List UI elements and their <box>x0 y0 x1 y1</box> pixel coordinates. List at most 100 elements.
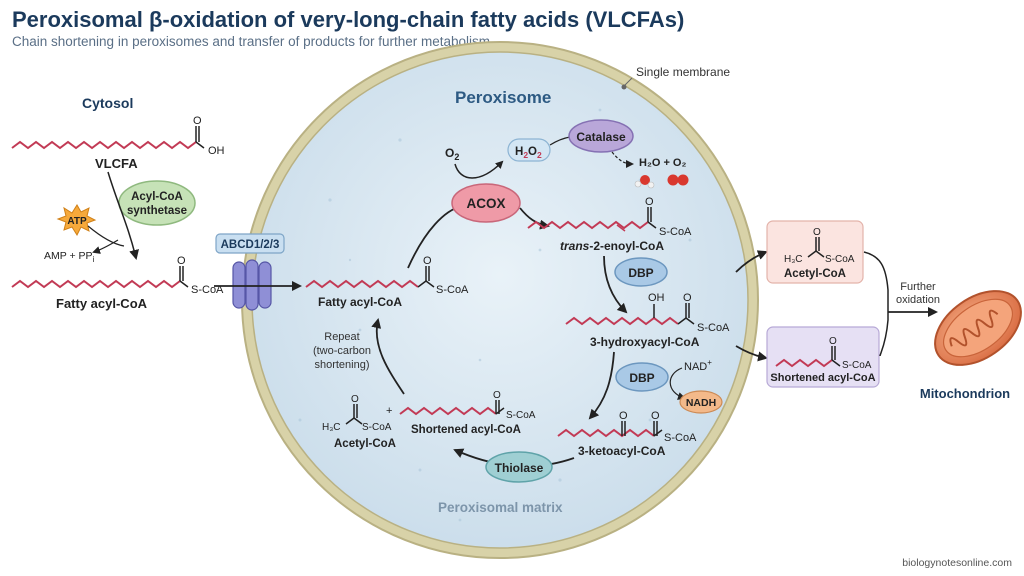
keto-scoa: S-CoA <box>664 432 697 444</box>
further-oxidation-bracket <box>863 251 889 357</box>
enoyl-label: trans-2-enoyl-CoA <box>560 239 664 253</box>
source-credit: biologynotesonline.com <box>902 557 1012 569</box>
enoyl-o: O <box>645 196 654 208</box>
amp-release-arrow <box>92 239 119 254</box>
shortened-acyl-coa-inside: O S-CoA Shortened acyl-CoA <box>399 390 536 436</box>
out-shortened-scoa: S-CoA <box>842 360 872 371</box>
repeat-label-3: shortening) <box>314 359 369 371</box>
abcd-label: ABCD1/2/3 <box>221 239 280 251</box>
shortened-inside-o: O <box>493 390 501 401</box>
catalase-enzyme: Catalase <box>568 119 634 153</box>
acetyl-inside-o: O <box>351 394 359 405</box>
arrow-catalase-products <box>611 151 634 168</box>
thiolase-enzyme: Thiolase <box>485 451 553 483</box>
h2o2-bubble: H2O2 <box>507 138 551 162</box>
atp-label: ATP <box>67 216 87 227</box>
atp-burst: ATP <box>56 204 97 237</box>
out-acetyl-scoa: S-CoA <box>825 254 855 265</box>
mitochondrion <box>934 290 1022 366</box>
trans-2-enoyl-coa-molecule: O S-CoA trans-2-enoyl-CoA <box>527 196 692 253</box>
hydroxy-label: 3-hydroxyacyl-CoA <box>590 335 700 349</box>
peroxisome-label: Peroxisome <box>455 88 551 107</box>
h2o2-label: H2O2 <box>515 146 542 160</box>
keto-label: 3-ketoacyl-CoA <box>578 444 666 458</box>
further-oxidation-label-2: oxidation <box>896 294 940 306</box>
out-shortened-o: O <box>829 336 837 347</box>
nadh-label: NADH <box>686 397 716 409</box>
single-membrane-label: Single membrane <box>636 65 730 79</box>
water-oxygen-label: H₂O + O₂ <box>639 157 686 169</box>
acetyl-coa-inside: O H₃C S-CoA Acetyl-CoA <box>322 394 396 450</box>
cytosol-label: Cytosol <box>82 95 133 111</box>
acetyl-inside-scoa: S-CoA <box>362 422 392 433</box>
single-membrane-callout: Single membrane <box>621 65 730 90</box>
fatty-acyl-coa-cytosol-o: O <box>177 255 186 267</box>
amp-ppi-label: AMP + PPi <box>44 250 95 264</box>
dbp-enzyme-1: DBP <box>614 257 668 287</box>
acetyl-inside-h3c: H₃C <box>322 422 341 433</box>
dbp-1-label: DBP <box>628 266 653 280</box>
plus-sign: + <box>386 405 392 417</box>
acetyl-inside-label: Acetyl-CoA <box>334 438 396 450</box>
fatty-acyl-coa-peroxisome-scoa: S-CoA <box>436 284 469 296</box>
fatty-acyl-coa-peroxisome: O S-CoA Fatty acyl-CoA <box>305 255 469 309</box>
3-hydroxyacyl-coa-molecule: OH O S-CoA 3-hydroxyacyl-CoA <box>565 292 730 349</box>
out-acetyl-label: Acetyl-CoA <box>784 268 846 280</box>
activation-arrow <box>107 171 139 260</box>
synthetase-label-line1: Acyl-CoA <box>131 191 183 203</box>
dbp-enzyme-2: DBP <box>615 362 669 392</box>
oxygen-molecule-icon <box>667 174 689 186</box>
arrow-hydroxy-to-keto <box>588 351 615 420</box>
out-acetyl-h3c: H₃C <box>784 254 803 265</box>
export-shortened-arrow <box>735 345 768 362</box>
keto-o-1: O <box>619 410 628 422</box>
abcd-transporter: ABCD1/2/3 <box>215 233 285 311</box>
o2-label: O2 <box>445 146 459 162</box>
fatty-acyl-coa-peroxisome-label: Fatty acyl-CoA <box>318 295 402 309</box>
page-title: Peroxisomal β-oxidation of very-long-cha… <box>12 7 684 32</box>
fatty-acyl-coa-cytosol: O S-CoA Fatty acyl-CoA <box>11 255 224 311</box>
output-acetyl-coa-box: O H₃C S-CoA Acetyl-CoA <box>766 220 864 284</box>
vlcfa-molecule: O OH VLCFA <box>11 115 225 171</box>
acyl-coa-synthetase-enzyme: Acyl-CoA synthetase <box>118 180 196 226</box>
hydroxy-oh: OH <box>648 292 665 304</box>
arrow-acox-to-enoyl <box>519 207 550 230</box>
vlcfa-oh: OH <box>208 145 225 157</box>
fatty-acyl-coa-peroxisome-o: O <box>423 255 432 267</box>
fatty-acyl-coa-cytosol-scoa: S-CoA <box>191 284 224 296</box>
arrow-nad-to-nadh <box>669 367 686 400</box>
export-acetyl-arrow <box>735 250 768 273</box>
acox-label: ACOX <box>466 196 505 211</box>
further-oxidation-label-1: Further <box>900 281 936 293</box>
out-shortened-label: Shortened acyl-CoA <box>770 372 875 384</box>
enoyl-scoa: S-CoA <box>659 226 692 238</box>
repeat-label-1: Repeat <box>324 331 359 343</box>
repeat-label-2: (two-carbon <box>313 345 371 357</box>
mitochondrion-label: Mitochondrion <box>920 386 1010 401</box>
peroxisomal-matrix-label: Peroxisomal matrix <box>438 500 563 515</box>
hydroxy-scoa: S-CoA <box>697 322 730 334</box>
arrow-o2-to-h2o2 <box>454 160 504 179</box>
keto-o-2: O <box>651 410 660 422</box>
output-shortened-acyl-coa-box: O S-CoA Shortened acyl-CoA <box>766 326 880 388</box>
water-molecule-icon <box>634 175 655 189</box>
synthetase-label-line2: synthetase <box>127 205 187 217</box>
shortened-inside-label: Shortened acyl-CoA <box>411 424 521 436</box>
vlcfa-label: VLCFA <box>95 156 138 171</box>
nadh-badge: NADH <box>679 390 723 414</box>
fatty-acyl-coa-cytosol-label: Fatty acyl-CoA <box>56 296 148 311</box>
atp-consumption-arrow <box>87 225 125 247</box>
page-subtitle: Chain shortening in peroxisomes and tran… <box>12 34 490 49</box>
hydroxy-o: O <box>683 292 692 304</box>
shortened-inside-scoa: S-CoA <box>506 410 536 421</box>
peroxisome <box>241 41 759 559</box>
dbp-2-label: DBP <box>629 371 654 385</box>
nad-label: NAD+ <box>684 358 712 373</box>
arrow-enoyl-to-hydroxy <box>603 255 628 314</box>
acox-enzyme: ACOX <box>451 183 521 223</box>
matrix-speckles <box>298 108 712 522</box>
vlcfa-carbonyl-o: O <box>193 115 202 127</box>
out-acetyl-o: O <box>813 227 821 238</box>
